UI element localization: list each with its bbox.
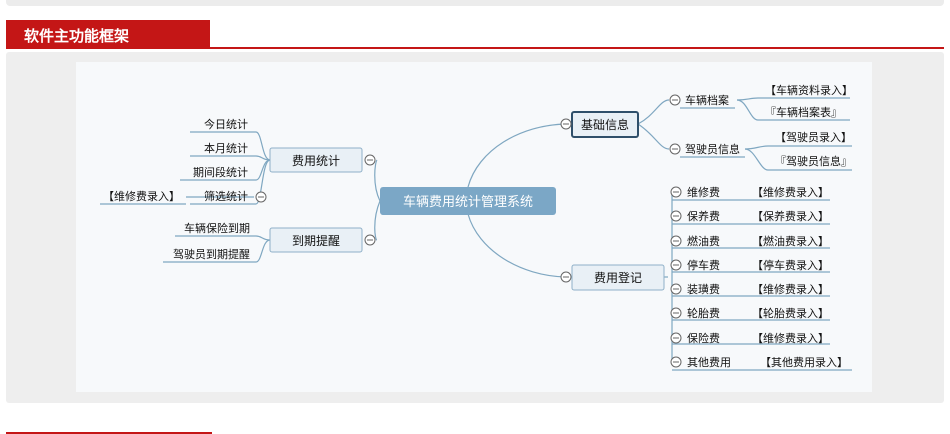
leaf-driver-entry[interactable]: 【驾驶员录入】 <box>775 130 852 144</box>
reminder-vehicle-insurance[interactable]: 车辆保险到期 <box>184 221 250 235</box>
branch-vehicle-file: 车辆档案 <box>685 93 729 107</box>
link-basic-driver <box>637 123 670 150</box>
link-basic-vehicle <box>637 99 670 125</box>
collapse-filter-stats-toggle[interactable] <box>255 191 267 203</box>
collapse-insurance-toggle[interactable] <box>670 332 682 344</box>
node-fee-stats-label: 费用统计 <box>292 154 340 168</box>
leaf-vehicle-data-entry[interactable]: 【车辆资料录入】 <box>765 83 853 97</box>
collapse-maintenance-toggle[interactable] <box>670 210 682 222</box>
stats-filter[interactable]: 筛选统计 <box>204 189 248 203</box>
section-title: 软件主功能框架 <box>24 27 130 45</box>
section-header-underline <box>6 47 944 49</box>
root-node: 车辆费用统计管理系统 <box>380 187 556 215</box>
stats-this-month[interactable]: 本月统计 <box>204 141 248 155</box>
filter-entry-link[interactable]: 【维修费录入】 <box>103 189 180 203</box>
collapse-vehicle-file-toggle[interactable] <box>669 94 681 106</box>
collapse-fee-stats-toggle[interactable] <box>364 154 376 166</box>
collapse-parking-toggle[interactable] <box>670 259 682 271</box>
fee-entry-link[interactable]: 【燃油费录入】 <box>752 234 829 248</box>
link-root-expiry <box>374 200 381 241</box>
diagram-canvas <box>76 62 872 392</box>
fee-item-label: 其他费用 <box>687 356 731 369</box>
root-node-label: 车辆费用统计管理系统 <box>403 194 533 210</box>
node-fee-stats: 费用统计 <box>269 147 363 173</box>
collapse-tire-toggle[interactable] <box>670 307 682 319</box>
fee-entry-link[interactable]: 【维修费录入】 <box>752 282 829 296</box>
collapse-other-fee-toggle[interactable] <box>670 356 682 368</box>
section-header-tab <box>6 20 210 48</box>
fee-item-label: 维修费 <box>687 185 720 199</box>
stats-period[interactable]: 期间段统计 <box>193 165 248 179</box>
fee-item-label: 轮胎费 <box>687 306 720 320</box>
node-basic-info: 基础信息 <box>571 111 639 138</box>
link-root-basic <box>467 123 567 188</box>
collapse-repair-toggle[interactable] <box>670 186 682 198</box>
collapse-fuel-toggle[interactable] <box>670 235 682 247</box>
link-root-fee-stats <box>374 159 381 202</box>
fee-item-label: 装璜费 <box>687 282 720 296</box>
node-basic-info-label: 基础信息 <box>581 117 629 132</box>
link-root-fee-register <box>467 213 567 278</box>
collapse-decoration-toggle[interactable] <box>670 283 682 295</box>
fee-entry-link[interactable]: 【维修费录入】 <box>752 331 829 345</box>
fee-entry-link[interactable]: 【停车费录入】 <box>752 258 829 272</box>
collapse-expiry-toggle[interactable] <box>364 234 376 246</box>
fee-entry-link[interactable]: 【保养费录入】 <box>752 209 829 223</box>
node-fee-register-label: 费用登记 <box>594 270 642 285</box>
stats-today[interactable]: 今日统计 <box>204 117 248 131</box>
fee-item-label: 停车费 <box>687 258 720 272</box>
node-fee-register: 费用登记 <box>571 264 665 291</box>
leaf-driver-info-table[interactable]: 『驾驶员信息』 <box>775 154 852 168</box>
branch-driver-info: 驾驶员信息 <box>685 142 740 156</box>
leaf-vehicle-file-table[interactable]: 『车辆档案表』 <box>765 105 842 119</box>
collapse-basic-info-toggle[interactable] <box>560 118 572 130</box>
collapse-fee-register-toggle[interactable] <box>560 271 572 283</box>
fee-entry-link[interactable]: 【维修费录入】 <box>752 185 829 199</box>
fee-item-label: 保险费 <box>687 331 720 345</box>
section-header: 软件主功能框架 <box>6 20 944 50</box>
next-section-underline <box>6 432 212 434</box>
fee-item-label: 燃油费 <box>687 234 720 248</box>
fee-entry-link[interactable]: 【其他费用录入】 <box>760 356 848 369</box>
fee-entry-link[interactable]: 【轮胎费录入】 <box>752 306 829 320</box>
fee-item-label: 保养费 <box>687 209 720 223</box>
collapse-driver-info-toggle[interactable] <box>669 143 681 155</box>
reminder-driver-expiry[interactable]: 驾驶员到期提醒 <box>173 247 250 261</box>
top-strip <box>6 0 944 6</box>
node-expiry-reminder-label: 到期提醒 <box>292 233 340 248</box>
node-expiry-reminder: 到期提醒 <box>269 227 363 253</box>
